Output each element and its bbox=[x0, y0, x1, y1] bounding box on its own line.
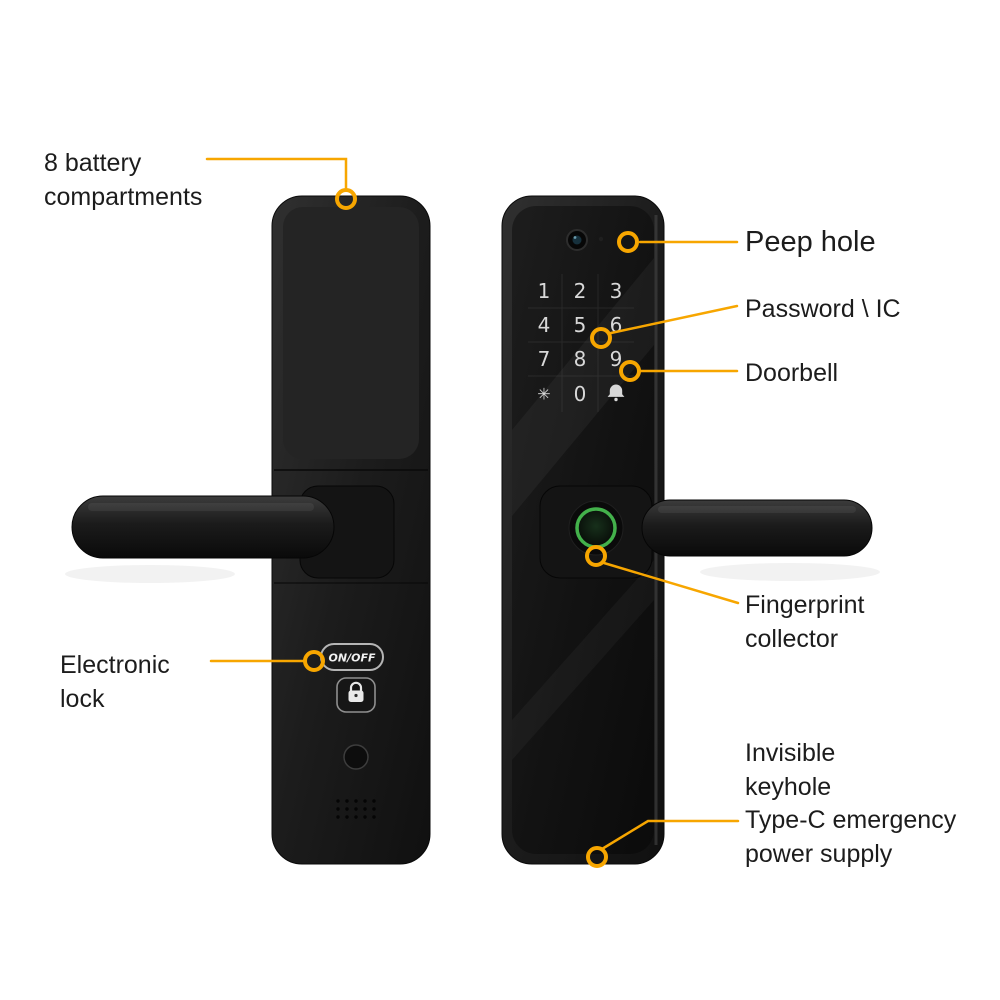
password-ic-label: Password \ IC bbox=[745, 292, 901, 326]
type-c-label: Type-C emergency power supply bbox=[745, 803, 956, 871]
speaker-grille bbox=[336, 799, 376, 819]
fingerprint-callout-line bbox=[602, 561, 740, 605]
key-5: 5 bbox=[574, 313, 587, 337]
battery-label: 8 battery compartments bbox=[44, 146, 202, 214]
key-8: 8 bbox=[574, 347, 587, 371]
key-4: 4 bbox=[538, 313, 551, 337]
electronic-lock-label: Electronic lock bbox=[60, 648, 170, 716]
invisible-keyhole-label-line1: Invisible bbox=[745, 739, 836, 767]
type-c-callout-line bbox=[600, 819, 740, 851]
type-c-label-line2: power supply bbox=[745, 840, 893, 868]
key-2: 2 bbox=[574, 279, 587, 303]
invisible-keyhole-label: Invisible keyhole bbox=[745, 736, 835, 804]
onoff-button-label: ON/OFF bbox=[329, 652, 376, 665]
key-1: 1 bbox=[538, 279, 551, 303]
key-9: 9 bbox=[610, 347, 623, 371]
peep-hole-label-text: Peep hole bbox=[745, 226, 876, 258]
keypad-grid bbox=[528, 274, 634, 412]
password-ic-label-text: Password \ IC bbox=[745, 295, 901, 323]
padlock-icon bbox=[348, 681, 364, 702]
camera-glint bbox=[573, 236, 577, 239]
key-3: 3 bbox=[610, 279, 623, 303]
front-handle-highlight bbox=[658, 506, 856, 513]
ground-shadows bbox=[65, 563, 880, 583]
battery-callout-line bbox=[205, 157, 348, 191]
back-handle-highlight bbox=[88, 503, 314, 511]
password-callout-ring bbox=[590, 327, 612, 349]
callouts bbox=[205, 157, 740, 868]
battery-callout-ring bbox=[335, 188, 357, 210]
electronic-lock-label-line2: lock bbox=[60, 685, 105, 713]
battery-compartment-cover bbox=[283, 207, 419, 459]
electronic-lock-label-line1: Electronic bbox=[60, 651, 170, 679]
battery-label-line2: compartments bbox=[44, 183, 203, 211]
doorbell-label-text: Doorbell bbox=[745, 359, 839, 387]
back-round-button bbox=[343, 744, 369, 770]
fingerprint-label-line1: Fingerprint bbox=[745, 591, 865, 619]
peep-hole-callout-ring bbox=[617, 231, 639, 253]
key-7: 7 bbox=[538, 347, 551, 371]
fingerprint-callout-ring bbox=[585, 545, 607, 567]
type-c-callout-ring bbox=[586, 846, 608, 868]
electronic-lock-callout-ring bbox=[303, 650, 325, 672]
type-c-label-line1: Type-C emergency bbox=[745, 806, 957, 834]
invisible-keyhole-label-line2: keyhole bbox=[745, 773, 832, 801]
battery-label-line1: 8 battery bbox=[44, 149, 142, 177]
key-asterisk: ✳ bbox=[537, 385, 550, 404]
back-handle bbox=[71, 495, 335, 559]
back-lock-view: ON/OFF bbox=[71, 195, 431, 865]
doorbell-callout-ring bbox=[619, 360, 641, 382]
doorbell-label: Doorbell bbox=[745, 356, 838, 390]
keypad: 1 2 3 4 5 6 7 8 9 ✳ 0 bbox=[537, 279, 625, 406]
front-handle bbox=[641, 499, 873, 557]
key-0: 0 bbox=[574, 382, 587, 406]
fingerprint-label: Fingerprint collector bbox=[745, 588, 865, 656]
light-sensor bbox=[598, 236, 604, 242]
doorbell-key-icon bbox=[607, 384, 625, 402]
fingerprint-sensor-ring bbox=[575, 507, 617, 549]
password-callout-line bbox=[609, 304, 739, 335]
peep-hole-label: Peep hole bbox=[745, 224, 876, 260]
fingerprint-label-line2: collector bbox=[745, 625, 839, 653]
glass-reflection-upper bbox=[512, 258, 654, 516]
